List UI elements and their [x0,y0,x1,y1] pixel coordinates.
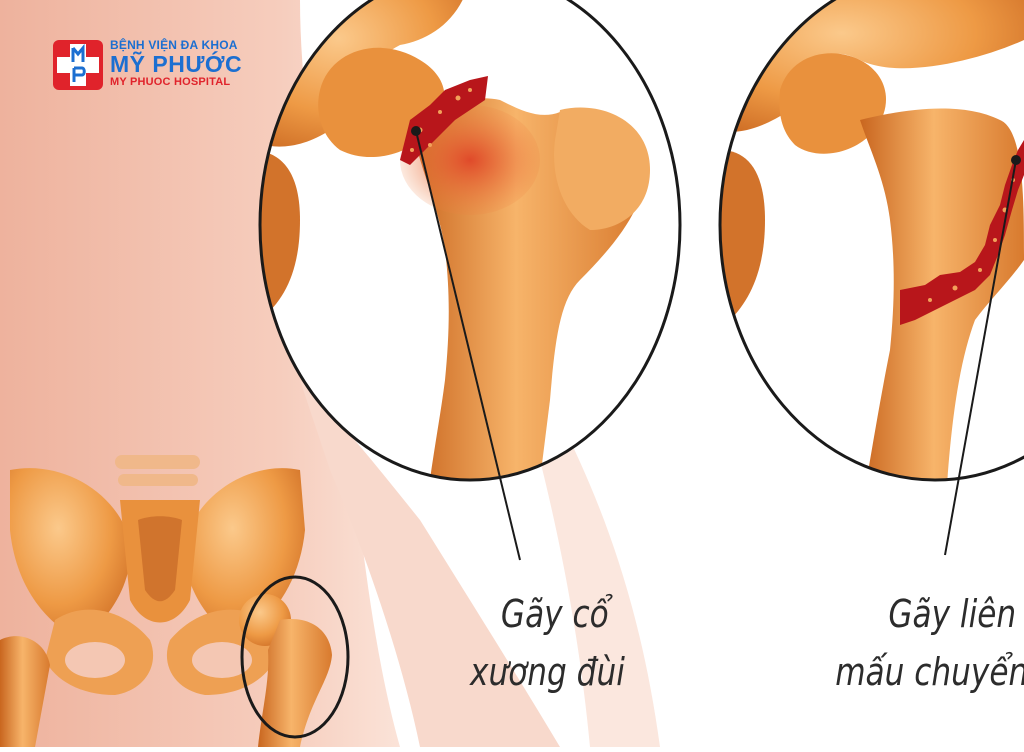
pointer-line-left [415,130,521,561]
pelvis-skeleton [0,455,350,747]
label-femoral-neck-line2: xương đùi [470,650,625,694]
hospital-logo: BỆNH VIỆN ĐA KHOA MỸ PHƯỚC MY PHUOC HOSP… [110,38,242,88]
leg-silhouette-2 [540,420,660,747]
label-femoral-neck-line1: Gãy cổ [500,592,609,636]
fracture-line-trochanteric [900,140,1024,325]
inset-intertrochanteric-fracture [718,0,1024,556]
logo-line-1: BỆNH VIỆN ĐA KHOA [110,38,238,52]
label-intertrochanteric-fracture: Gãy liên mấu chuyển [835,585,1024,701]
label-intertrochanteric-line1: Gãy liên [888,592,1017,636]
inset-femoral-neck-fracture [258,0,682,561]
fracture-line-neck [400,76,488,165]
fracture-highlight-circle [240,575,350,739]
leg-silhouette [300,380,560,747]
logo-line-3: MY PHUOC HOSPITAL [110,76,231,88]
logo-line-2: MỸ PHƯỚC [110,51,243,77]
label-intertrochanteric-line2: mấu chuyển [835,650,1024,694]
label-femoral-neck-fracture: Gãy cổ xương đùi [470,585,625,701]
pointer-line-right [944,159,1017,556]
hospital-cross-mp-icon [53,40,103,90]
